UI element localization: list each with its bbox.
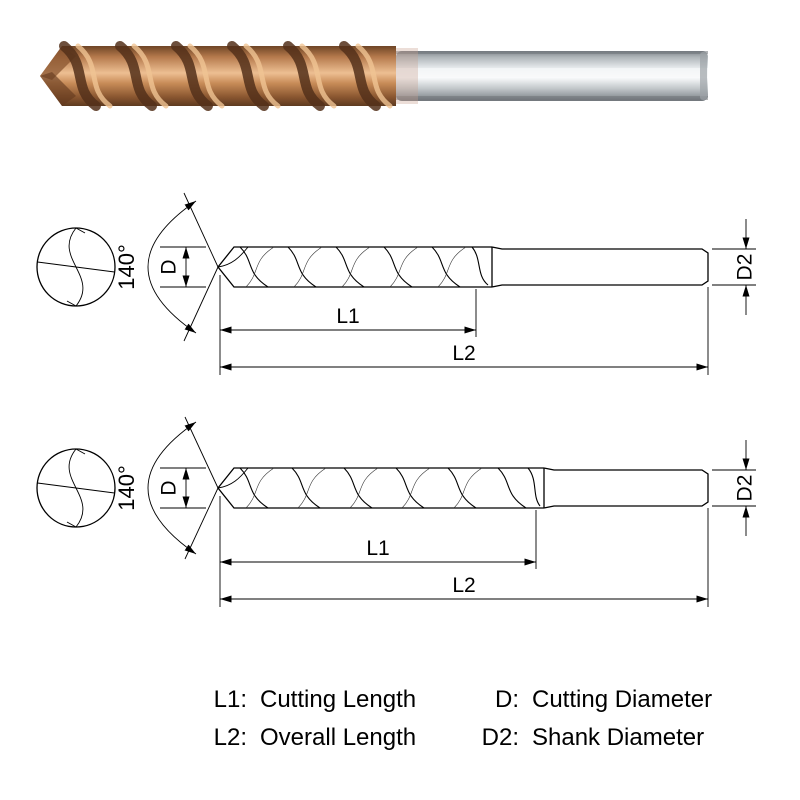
cutting-diameter-label: D	[158, 480, 181, 495]
cutting-diameter-dimension: D	[158, 467, 206, 509]
shank-diameter-label: D2	[734, 254, 757, 281]
point-angle-label: 140°	[114, 465, 139, 511]
cutting-length-label: L1	[366, 537, 389, 560]
legend-item-d: D: Cutting Diameter	[477, 686, 712, 714]
legend-item-l2: L2: Overall Length	[205, 724, 477, 752]
legend-item-d2: D2: Shank Diameter	[477, 724, 712, 752]
shank-diameter-dimension: D2	[712, 219, 757, 315]
technical-drawing-2: 140° D	[36, 416, 757, 607]
drill-end-view	[36, 448, 116, 528]
cutting-length-dimension: L1	[219, 496, 537, 607]
legend: L1: Cutting Length D: Cutting Diameter L…	[205, 686, 712, 752]
legend-item-l1: L1: Cutting Length	[205, 686, 477, 714]
legend-key-d2: D2:	[481, 724, 519, 751]
legend-value-d2: Shank Diameter	[532, 724, 705, 751]
overall-length-dimension: L2	[220, 287, 709, 375]
legend-key-l1: L1:	[213, 686, 247, 713]
shank-diameter-label: D2	[734, 475, 757, 502]
flute-spiral-lines	[239, 246, 489, 288]
flute-spiral-lines	[239, 467, 541, 509]
technical-drawing-1: 140° D	[36, 192, 757, 375]
photo-shank	[396, 48, 708, 104]
cutting-diameter-dimension: D	[158, 246, 206, 288]
point-angle-annotation: 140°	[114, 416, 219, 560]
drill-side-view	[217, 246, 709, 288]
legend-value-l2: Overall Length	[260, 724, 417, 751]
legend-value-d: Cutting Diameter	[532, 686, 713, 713]
shank-diameter-dimension: D2	[712, 440, 757, 536]
legend-value-l1: Cutting Length	[260, 686, 417, 713]
product-photo	[40, 41, 708, 111]
drill-side-view	[217, 467, 709, 509]
cutting-length-label: L1	[336, 305, 359, 328]
point-angle-label: 140°	[114, 244, 139, 290]
overall-length-label: L2	[452, 342, 475, 365]
overall-length-dimension: L2	[220, 508, 709, 607]
photo-flute-grooves	[59, 41, 393, 111]
cutting-diameter-label: D	[158, 259, 181, 274]
drill-end-view	[36, 227, 116, 307]
overall-length-label: L2	[452, 574, 475, 597]
legend-key-l2: L2:	[213, 724, 247, 751]
legend-key-d: D:	[495, 686, 519, 713]
cutting-length-dimension: L1	[219, 275, 477, 375]
point-angle-annotation: 140°	[114, 192, 219, 342]
